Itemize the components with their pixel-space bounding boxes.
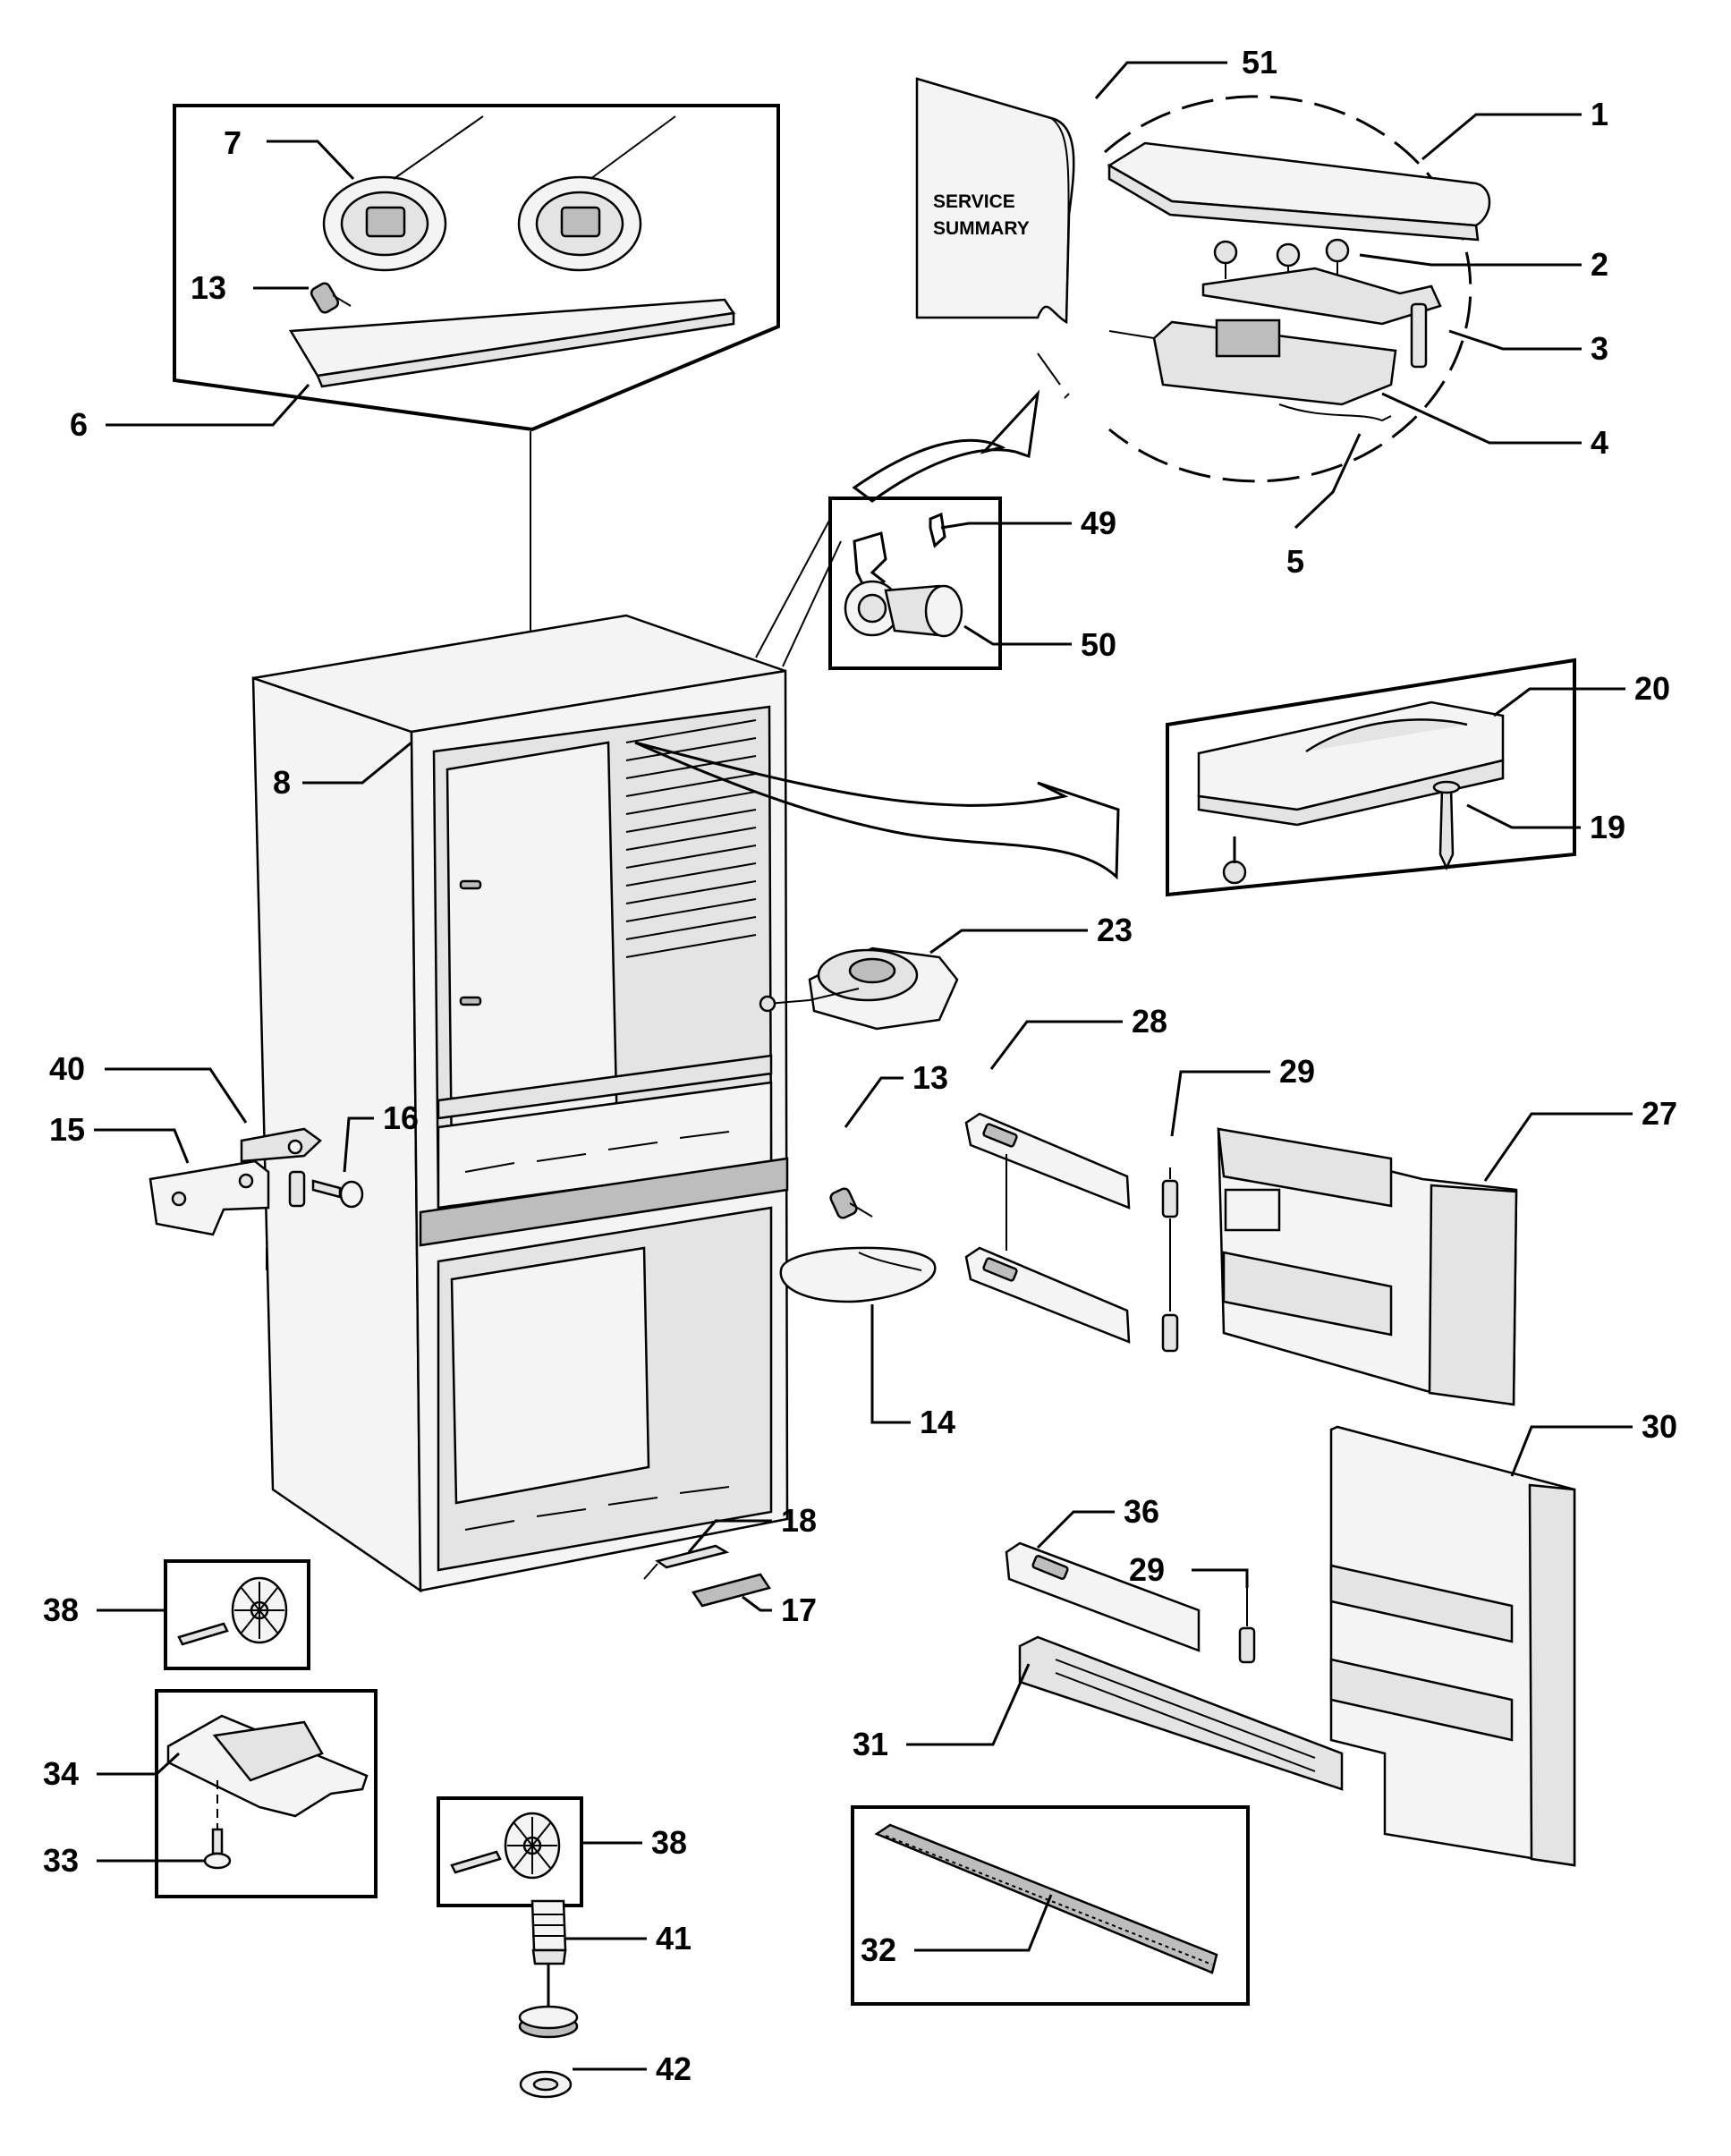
part-18-strip <box>643 1544 730 1580</box>
part-13-sensor-middle <box>829 1187 873 1219</box>
callout-32: 32 <box>861 1931 896 1968</box>
part-29-rollers-upper <box>1161 1167 1179 1353</box>
part-23-fan-motor <box>759 946 959 1031</box>
arrow-to-part-20 <box>634 741 1120 880</box>
part-6-tray <box>288 298 736 388</box>
part-16-screw <box>311 1179 364 1209</box>
callout-30: 30 <box>1642 1408 1677 1445</box>
part-42-washer <box>519 2070 573 2099</box>
callout-23: 23 <box>1097 912 1133 948</box>
part-49-clips <box>853 512 946 598</box>
callout-36: 36 <box>1124 1493 1159 1530</box>
callout-41: 41 <box>656 1920 692 1957</box>
inset-top-left <box>173 104 780 707</box>
callout-31: 31 <box>853 1726 888 1762</box>
part-38-wheel-right <box>450 1812 561 1880</box>
callout-34: 34 <box>43 1755 79 1792</box>
callout-40: 40 <box>49 1050 85 1087</box>
callout-28: 28 <box>1132 1003 1167 1040</box>
callout-2: 2 <box>1591 246 1608 283</box>
part-19-screws <box>1222 780 1461 885</box>
callout-19: 19 <box>1590 809 1625 845</box>
service-summary-title-line-2: SUMMARY <box>933 218 1030 239</box>
callout-49: 49 <box>1081 505 1116 541</box>
callout-15: 15 <box>49 1111 85 1148</box>
part-5-wire <box>1278 403 1392 422</box>
callout-8: 8 <box>273 764 291 801</box>
part-33-screw <box>203 1828 232 1870</box>
cabinet-evaporator-coil <box>625 719 757 958</box>
callout-51: 51 <box>1242 44 1277 81</box>
callout-3: 3 <box>1591 330 1608 367</box>
callout-42: 42 <box>656 2050 692 2087</box>
service-summary-title-line-1: SERVICE <box>933 191 1015 212</box>
detail-circle-hinge <box>1104 95 1491 483</box>
callout-38-left: 38 <box>43 1592 79 1628</box>
part-7-ice-maker-motors <box>322 115 676 272</box>
inset-part-38-right <box>437 1796 583 1907</box>
curved-arrow-to-detail <box>852 352 1070 503</box>
callout-33: 33 <box>43 1842 79 1879</box>
callout-7: 7 <box>224 124 242 161</box>
inset-part-38-left <box>164 1559 310 1670</box>
part-15-hinge <box>148 1159 306 1270</box>
callout-13-top: 13 <box>191 269 226 306</box>
part-3-hinge-plate <box>1201 267 1442 369</box>
callout-16: 16 <box>383 1099 419 1136</box>
part-34-bracket-plate <box>166 1714 369 1818</box>
part-17-strip <box>691 1573 772 1608</box>
part-27-door-panel-upper <box>1217 1127 1518 1406</box>
inset-fittings <box>755 497 1002 670</box>
inset-part-34 <box>155 1689 378 1898</box>
part-8-cabinet <box>251 614 789 1593</box>
part-32-trim-strip <box>874 1823 1218 1974</box>
service-summary-document: SERVICE SUMMARY <box>915 77 1075 325</box>
callout-6: 6 <box>70 406 88 443</box>
callout-29-upper: 29 <box>1279 1053 1315 1090</box>
part-4-bracket <box>1108 318 1397 406</box>
part-40-hinge-shim <box>240 1127 322 1163</box>
callout-38-right: 38 <box>651 1824 687 1861</box>
part-38-wheel-left <box>177 1576 288 1646</box>
part-31-slide-rail <box>1018 1635 1344 1791</box>
callout-50: 50 <box>1081 626 1116 663</box>
callout-1: 1 <box>1591 96 1608 132</box>
callout-20: 20 <box>1634 670 1670 707</box>
inset-part-20 <box>1166 658 1576 897</box>
callout-29-lower: 29 <box>1129 1551 1165 1588</box>
inset-part-32 <box>851 1805 1250 2006</box>
part-36-rail <box>1005 1541 1201 1652</box>
part-41-leveling-leg <box>518 1899 579 2039</box>
part-13-sensor-top <box>310 282 352 314</box>
part-50-elbow-fitting <box>844 580 963 638</box>
part-20-hinge-cover <box>1197 700 1505 827</box>
part-28-rails <box>964 1112 1131 1344</box>
callout-14: 14 <box>920 1404 955 1440</box>
part-29-roller-lower <box>1238 1588 1256 1664</box>
callout-17: 17 <box>781 1592 817 1628</box>
part-30-door-panel-lower <box>1329 1425 1576 1867</box>
callout-4: 4 <box>1591 424 1608 461</box>
leader-lines <box>94 61 1633 2071</box>
callout-5: 5 <box>1286 543 1304 580</box>
callout-13-middle: 13 <box>912 1059 948 1096</box>
callout-18: 18 <box>781 1502 817 1539</box>
callout-27: 27 <box>1642 1095 1677 1132</box>
part-14-cover <box>779 1246 937 1303</box>
callout-labels: 51 1 7 2 13 3 6 4 5 49 50 20 8 19 23 28 … <box>43 44 1677 2087</box>
